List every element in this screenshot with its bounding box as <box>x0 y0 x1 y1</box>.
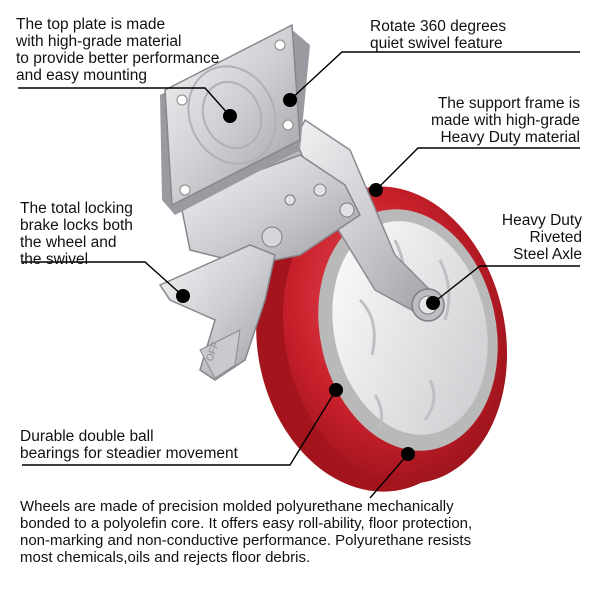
frame-body <box>179 154 361 266</box>
dot-brake <box>176 289 190 303</box>
callout-support-frame: The support frame is made with high-grad… <box>430 95 580 146</box>
callout-bearings: Durable double ball bearings for steadie… <box>20 428 238 462</box>
callout-top-plate: The top plate is made with high-grade ma… <box>16 16 220 84</box>
leader-brake <box>22 261 184 297</box>
callout-swivel: Rotate 360 degrees quiet swivel feature <box>370 18 507 52</box>
leader-wheels <box>369 453 409 499</box>
leader-top-plate <box>18 87 231 117</box>
leader-swivel <box>289 51 580 101</box>
dot-axle <box>426 296 440 310</box>
leader-bearings <box>22 389 337 466</box>
leader-axle <box>432 265 580 304</box>
callout-dots <box>176 93 440 461</box>
callout-wheels-description: Wheels are made of precision molded poly… <box>20 498 473 566</box>
callout-brake: The total locking brake locks both the w… <box>20 200 133 268</box>
brake-pedal: OFF <box>158 244 276 381</box>
dot-frame <box>369 183 383 197</box>
dot-bearings <box>329 383 343 397</box>
dot-wheels <box>401 447 415 461</box>
dot-swivel <box>283 93 297 107</box>
leader-frame <box>375 147 580 191</box>
leader-lines <box>18 51 580 499</box>
callout-axle: Heavy Duty Riveted Steel Axle <box>501 212 582 263</box>
dot-top-plate <box>223 109 237 123</box>
